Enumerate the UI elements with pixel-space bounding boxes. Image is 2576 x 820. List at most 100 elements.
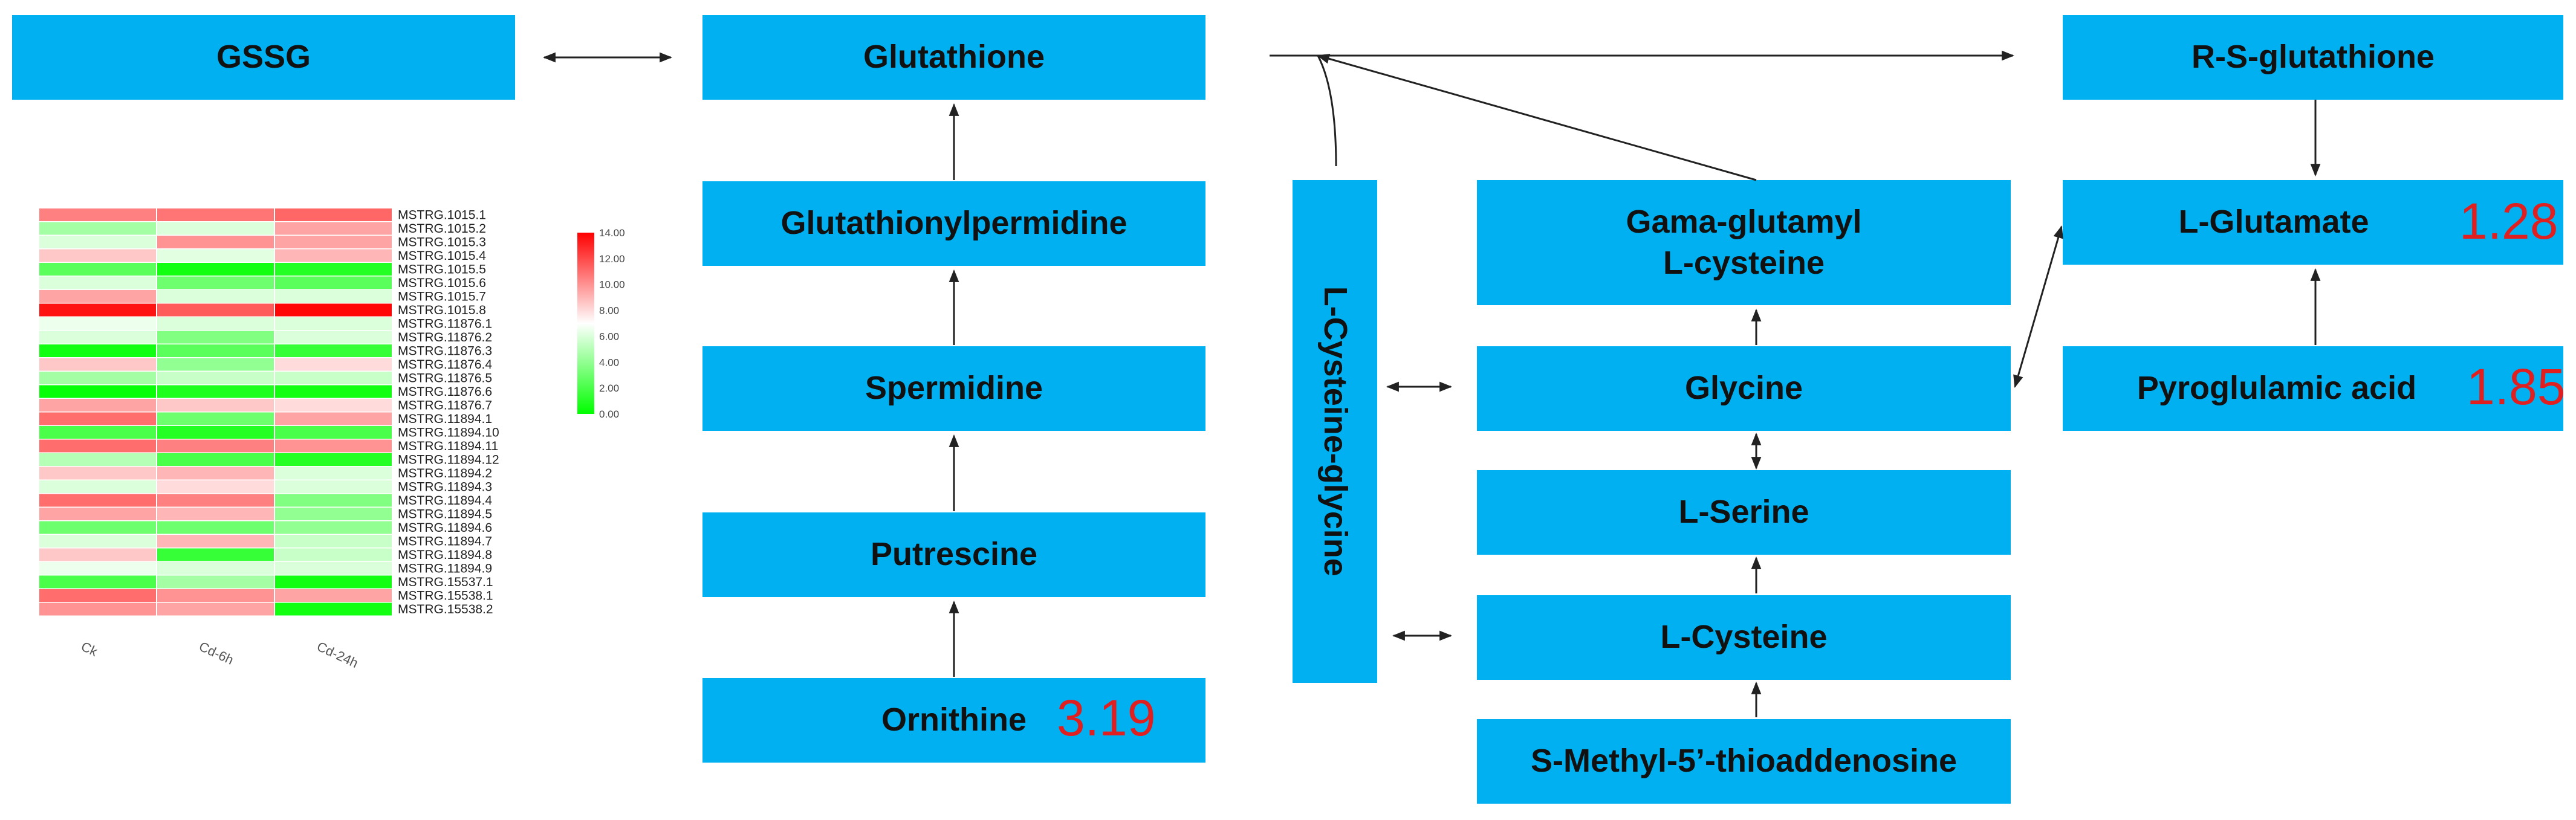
heatmap-cell <box>275 439 392 453</box>
heatmap-row-label: MSTRG.15538.2 <box>398 602 493 616</box>
node-l-serine: L-Serine <box>1477 470 2011 555</box>
node-gama-glutamyl-line1: Gama-glutamyl <box>1626 204 1862 240</box>
heatmap-row-label: MSTRG.11894.8 <box>398 548 492 562</box>
heatmap-cell <box>39 562 156 575</box>
heatmap-row-label: MSTRG.11894.3 <box>398 480 492 494</box>
heatmap-cell <box>39 358 156 371</box>
node-r-s-glutathione: R-S-glutathione <box>2063 15 2563 100</box>
node-gama-glutamyl-l-cysteine: Gama-glutamyl L-cysteine <box>1477 180 2011 305</box>
heatmap-cell <box>157 358 274 371</box>
heatmap-cell <box>39 317 156 330</box>
heatmap-row-label: MSTRG.11894.5 <box>398 508 492 521</box>
heatmap-cell <box>157 276 274 289</box>
heatmap-cell <box>157 412 274 425</box>
heatmap-cell <box>39 263 156 276</box>
node-ornithine-label: Ornithine <box>881 702 1027 738</box>
heatmap-row-label: MSTRG.1015.7 <box>398 290 486 304</box>
node-glutathione: Glutathione <box>702 15 1205 100</box>
heatmap-cell <box>157 263 274 276</box>
heatmap-cell <box>275 249 392 262</box>
heatmap-row-label: MSTRG.15538.1 <box>398 589 493 603</box>
heatmap-cell <box>39 508 156 520</box>
heatmap-row-label: MSTRG.11894.9 <box>398 562 492 576</box>
heatmap-row-label: MSTRG.11876.5 <box>398 372 492 386</box>
heatmap-cell <box>39 290 156 303</box>
heatmap-column-label: Cd-6h <box>196 639 236 668</box>
heatmap-row-label: MSTRG.11894.2 <box>398 466 492 480</box>
heatmap-row-label: MSTRG.11876.6 <box>398 385 492 399</box>
heatmap-row-label: MSTRG.1015.8 <box>398 303 486 317</box>
node-spermidine-label: Spermidine <box>865 370 1043 407</box>
heatmap-cell <box>39 589 156 602</box>
heatmap-cell <box>39 494 156 507</box>
heatmap-legend-tick: 12.00 <box>599 253 625 265</box>
heatmap-cell <box>39 412 156 425</box>
heatmap-cell <box>157 439 274 453</box>
heatmap-legend-tick: 14.00 <box>599 227 625 239</box>
heatmap-cell <box>157 548 274 561</box>
l-glutamate-value: 1.28 <box>2459 193 2558 250</box>
heatmap-cell <box>157 466 274 480</box>
heatmap-cell <box>157 508 274 520</box>
heatmap-legend-tick: 8.00 <box>599 305 619 317</box>
heatmap-cell <box>157 249 274 262</box>
heatmap-cell <box>275 399 392 412</box>
heatmap-cell <box>275 358 392 371</box>
heatmap-row-label: MSTRG.1015.6 <box>398 276 486 290</box>
heatmap-cell <box>275 508 392 520</box>
heatmap-cell <box>157 480 274 493</box>
node-glutathionylpermidine: Glutathionylpermidine <box>702 181 1205 266</box>
heatmap-cell <box>157 303 274 317</box>
heatmap-cell <box>157 562 274 575</box>
node-ornithine: Ornithine <box>702 678 1205 763</box>
heatmap-cell <box>275 480 392 493</box>
heatmap-row-label: MSTRG.1015.4 <box>398 249 486 263</box>
node-l-cysteine: L-Cysteine <box>1477 595 2011 680</box>
heatmap-cell <box>39 399 156 412</box>
heatmap-cell <box>157 290 274 303</box>
node-putrescine: Putrescine <box>702 512 1205 597</box>
heatmap-cell <box>157 521 274 534</box>
heatmap-legend-tick: 10.00 <box>599 279 625 291</box>
ornithine-value: 3.19 <box>1057 689 1156 746</box>
heatmap-cell <box>157 575 274 589</box>
node-gama-glutamyl-line2: L-cysteine <box>1663 244 1825 281</box>
heatmap-cell <box>39 535 156 547</box>
heatmap-cell <box>275 290 392 303</box>
node-pyroglulamic-acid: Pyroglulamic acid <box>2063 346 2563 431</box>
node-gssg-label: GSSG <box>216 39 311 76</box>
heatmap-row-label: MSTRG.1015.5 <box>398 263 486 277</box>
pyroglulamic-acid-value: 1.85 <box>2467 358 2566 415</box>
node-l-cysteine-glycine: L-Cysteine-glycine <box>1293 180 1377 683</box>
heatmap-cell <box>275 208 392 221</box>
heatmap-cell <box>39 439 156 453</box>
heatmap-row-label: MSTRG.15537.1 <box>398 575 493 589</box>
node-l-cysteine-label: L-Cysteine <box>1660 619 1828 656</box>
node-pyroglulamic-acid-label: Pyroglulamic acid <box>2136 370 2417 407</box>
heatmap-cell <box>275 412 392 425</box>
heatmap-cell <box>157 208 274 221</box>
heatmap-cell <box>157 589 274 602</box>
node-l-glutamate: L-Glutamate <box>2063 180 2563 265</box>
heatmap-row-label: MSTRG.11876.4 <box>398 358 492 372</box>
heatmap-cell <box>157 426 274 439</box>
heatmap-column-label: Cd-24h <box>314 639 360 671</box>
heatmap-cell <box>275 276 392 289</box>
heatmap-row-label: MSTRG.11894.10 <box>398 426 499 440</box>
heatmap-cell <box>39 426 156 439</box>
heatmap-cell <box>275 466 392 480</box>
node-s-methyl-thioadenosine: S-Methyl-5’-thioaddenosine <box>1477 719 2011 804</box>
heatmap-row-label: MSTRG.11894.12 <box>398 453 499 467</box>
heatmap-cell <box>275 494 392 507</box>
node-glutathione-label: Glutathione <box>863 39 1045 76</box>
heatmap-cell <box>157 222 274 235</box>
heatmap-legend-tick: 2.00 <box>599 383 619 394</box>
node-putrescine-label: Putrescine <box>870 536 1038 573</box>
heatmap-cell <box>157 372 274 384</box>
heatmap-cell <box>275 385 392 398</box>
heatmap-row-label: MSTRG.11894.4 <box>398 494 492 508</box>
heatmap-cell <box>275 236 392 248</box>
heatmap-cell <box>275 453 392 466</box>
